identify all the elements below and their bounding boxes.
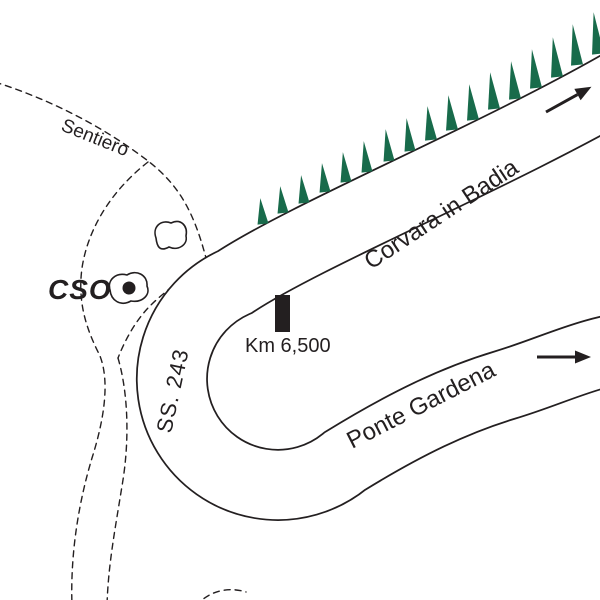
- ponte-arrow-icon: [537, 350, 591, 364]
- pine-tree-icon: [361, 141, 373, 173]
- trail-path-around-site: [117, 257, 207, 359]
- pine-tree-icon: [340, 152, 352, 183]
- site-dot-marker: [122, 281, 136, 295]
- pine-tree-icon: [551, 37, 563, 78]
- label-km: Km 6,500: [245, 335, 331, 357]
- pine-tree-icon: [257, 198, 269, 225]
- knoll-outline-blob: [154, 220, 188, 250]
- pine-tree-icon: [571, 24, 583, 66]
- trail-path-upper: [0, 82, 207, 259]
- pine-tree-icon: [425, 106, 437, 141]
- pine-tree-icon: [509, 61, 521, 100]
- pine-tree-icon: [592, 12, 600, 55]
- pine-tree-icon: [277, 186, 289, 214]
- trail-path-bottom: [201, 588, 247, 600]
- trail-path-west: [71, 161, 149, 600]
- pine-tree-icon: [298, 175, 310, 204]
- pine-tree-icon: [319, 163, 331, 193]
- site-markers-group: [108, 220, 290, 332]
- pine-tree-icon: [488, 72, 500, 110]
- road-group: [135, 54, 600, 521]
- tree-row: [257, 12, 600, 225]
- trail-group: [0, 82, 247, 600]
- pine-tree-icon: [404, 118, 416, 152]
- km-marker-rect: [275, 295, 290, 332]
- pine-tree-icon: [530, 49, 542, 89]
- arrow-head: [574, 86, 592, 101]
- pine-tree-icon: [446, 95, 458, 131]
- pine-tree-icon: [467, 84, 479, 121]
- pine-tree-icon: [383, 129, 395, 162]
- label-sentiero: Sentiero: [58, 115, 131, 161]
- corvara-arrow-icon: [545, 86, 592, 114]
- trail-path-inner: [106, 357, 128, 600]
- arrow-shaft: [545, 93, 579, 114]
- arrow-head: [575, 350, 591, 364]
- label-cso: CSO: [48, 274, 112, 305]
- road-surface: [137, 56, 600, 520]
